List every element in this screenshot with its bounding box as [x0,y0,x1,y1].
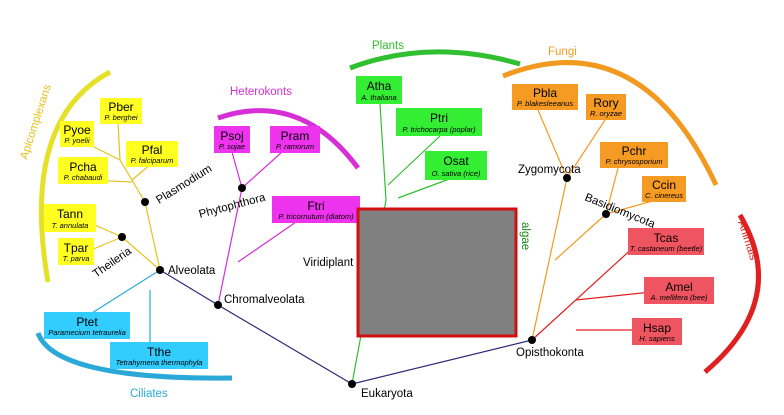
node-viridiplantae: Viridiplant [303,257,354,269]
svg-text:P. yoelii: P. yoelii [64,136,90,145]
species-box-psoj: Psoj P. sojae [214,126,250,153]
species-box-pber: Pber P. berghei [100,98,142,124]
svg-text:Tetrahymena thermophyla: Tetrahymena thermophyla [116,358,203,367]
svg-text:Ptri: Ptri [430,111,448,125]
ciliates-arc [35,331,233,381]
fungi-arc [502,60,719,187]
species-box-ftri: Ftri P. tricornutum (diatom) [272,196,360,223]
svg-text:T. castaneum (beetle): T. castaneum (beetle) [630,244,703,253]
species-box-pram: Pram P. ramorum [270,126,320,153]
svg-text:P. sojae: P. sojae [219,142,245,151]
species-box-pfal: Pfal P. falciparum [126,141,178,167]
svg-text:Pyoe: Pyoe [63,123,91,137]
plants-arc [349,49,521,71]
node-dots [118,174,610,388]
svg-text:P. blakesleeanus: P. blakesleeanus [517,99,573,108]
svg-text:O. sativa (rice): O. sativa (rice) [432,169,481,178]
heterokont-branches [217,151,297,306]
svg-text:Pfal: Pfal [142,143,163,157]
algae-label: algae [519,222,531,250]
svg-text:P. chabaudi: P. chabaudi [64,173,103,182]
svg-text:Tcas: Tcas [654,231,679,245]
svg-text:P. falciparum: P. falciparum [131,156,174,165]
fungi-label: Fungi [548,46,577,58]
svg-text:Tann: Tann [57,207,83,221]
svg-text:P. ramorum: P. ramorum [276,142,314,151]
redacted-algae-box [356,207,518,338]
fungi-branches [531,109,657,341]
svg-text:P. tricornutum (diatom): P. tricornutum (diatom) [278,212,354,221]
species-box-pchr: Pchr P. chrysosporium [600,142,668,168]
apicomplexan-branches [83,122,161,271]
svg-text:Pber: Pber [108,100,133,114]
svg-text:Psoj: Psoj [220,129,243,143]
svg-text:Ftri: Ftri [307,199,324,213]
species-box-ccin: Ccin C. cinereus [642,176,686,202]
svg-text:Pcha: Pcha [69,160,97,174]
svg-text:Pbla: Pbla [533,86,557,100]
species-box-atha: Atha A. thaliana [356,76,402,104]
species-box-amel: Amel A. mellifera (bee) [644,277,714,304]
svg-text:Ptet: Ptet [76,315,98,329]
svg-text:Tpar: Tpar [64,241,89,255]
plants-label: Plants [372,40,404,52]
ciliates-label: Ciliates [130,388,168,400]
svg-text:P. chrysosporium: P. chrysosporium [606,157,663,166]
svg-text:Atha: Atha [367,79,392,93]
species-box-pcha: Pcha P. chabaudi [58,157,108,184]
node-opisthokonta: Opisthokonta [516,347,584,359]
species-box-hsap: Hsap H. sapiens [632,318,682,345]
species-box-rory: Rory R. oryzae [586,94,626,120]
species-box-osat: Osat O. sativa (rice) [425,151,487,180]
species-box-tthe: Tthe Tetrahymena thermophyla [110,342,208,369]
svg-text:Rory: Rory [593,96,618,110]
species-box-ptet: Ptet Paramecium tetraurelia [44,312,130,339]
svg-text:P. trichocarpa (poplar): P. trichocarpa (poplar) [402,125,476,134]
apicomplexans-arc [38,69,112,283]
svg-text:Pram: Pram [281,129,310,143]
svg-text:T. parva: T. parva [63,254,90,263]
svg-text:H. sapiens: H. sapiens [639,334,675,343]
svg-text:Amel: Amel [665,280,692,294]
svg-text:C. cinereus: C. cinereus [645,191,683,200]
svg-text:Pchr: Pchr [622,144,647,158]
svg-text:T. annulata: T. annulata [52,221,89,230]
heterokonts-arc [217,108,361,170]
node-phytophthora: Phytophthora [198,191,268,220]
svg-text:R. oryzae: R. oryzae [590,109,622,118]
node-chromalveolata: Chromalveolata [224,294,305,306]
svg-text:Hsap: Hsap [643,321,671,335]
svg-text:A. thaliana: A. thaliana [360,93,396,102]
species-box-tpar: Tpar T. parva [58,238,94,265]
trunk-branches [159,269,533,385]
node-zygomycota: Zygomycota [518,164,581,176]
species-box-tcas: Tcas T. castaneum (beetle) [628,228,704,255]
animals-arc [703,213,761,374]
node-eukaryota: Eukaryota [361,388,413,400]
node-theileria: Theileria [91,245,135,280]
svg-text:Osat: Osat [443,154,469,168]
svg-text:A. mellifera (bee): A. mellifera (bee) [649,293,708,302]
heterokonts-label: Heterokonts [230,86,292,98]
species-box-tann: Tann T. annulata [44,204,96,232]
ciliate-branches [83,269,161,345]
svg-text:Ccin: Ccin [652,178,676,192]
node-alveolata: Alveolata [168,265,216,277]
animals-label: Animals [735,219,759,262]
svg-text:Tthe: Tthe [147,345,171,359]
species-box-ptri: Ptri P. trichocarpa (poplar) [396,108,482,136]
svg-text:Paramecium tetraurelia: Paramecium tetraurelia [48,328,126,337]
species-box-pyoe: Pyoe P. yoelii [60,121,94,147]
species-box-pbla: Pbla P. blakesleeanus [512,84,578,110]
svg-text:P. berghei: P. berghei [104,113,138,122]
node-plasmodium: Plasmodium [154,163,214,207]
